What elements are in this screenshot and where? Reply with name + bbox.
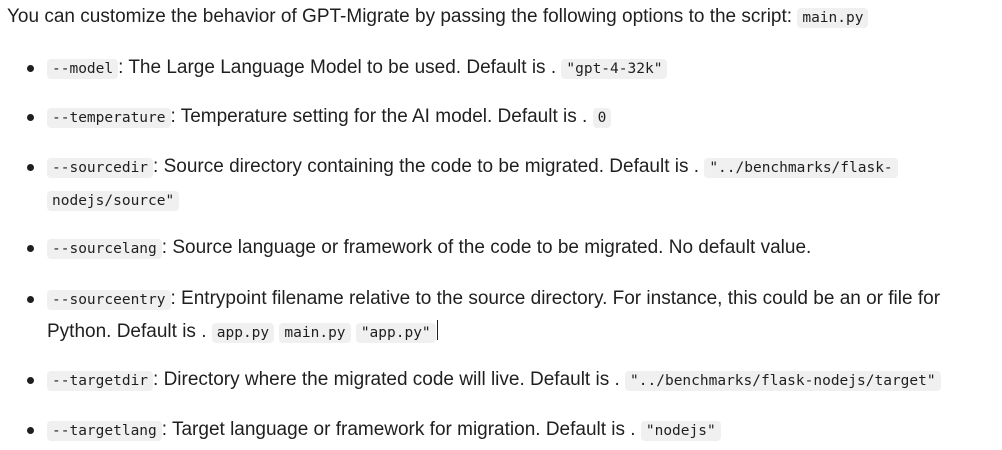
option-targetdir: --targetdir: Directory where the migrate… bbox=[27, 364, 997, 397]
option-default-continued: nodejs/source" bbox=[47, 191, 180, 211]
bullet-icon bbox=[27, 114, 34, 121]
option-description: : Entrypoint filename relative to the so… bbox=[170, 288, 941, 309]
option-flag: --sourceentry bbox=[47, 290, 171, 310]
bullet-icon bbox=[27, 164, 34, 171]
bullet-icon bbox=[27, 377, 34, 384]
option-flag: --model bbox=[47, 59, 119, 79]
option-flag: --targetlang bbox=[47, 421, 162, 441]
option-default: "gpt-4-32k" bbox=[561, 59, 668, 79]
option-description: : Target language or framework for migra… bbox=[161, 419, 641, 440]
option-description: : Temperature setting for the AI model. … bbox=[170, 106, 593, 127]
option-description: : The Large Language Model to be used. D… bbox=[118, 57, 562, 78]
option-default: "../benchmarks/flask-nodejs/target" bbox=[625, 371, 941, 391]
option-flag: --sourcedir bbox=[47, 158, 154, 178]
text-cursor bbox=[436, 320, 438, 340]
option-description: : Source directory containing the code t… bbox=[153, 156, 705, 177]
option-sourceentry: --sourceentry: Entrypoint filename relat… bbox=[27, 283, 997, 349]
option-description: : Source language or framework of the co… bbox=[161, 237, 812, 258]
bullet-icon bbox=[27, 427, 34, 434]
option-default: "app.py" bbox=[355, 323, 436, 343]
bullet-icon bbox=[27, 296, 34, 303]
option-temperature: --temperature: Temperature setting for t… bbox=[27, 101, 997, 134]
option-flag: --sourcelang bbox=[47, 239, 162, 259]
inline-code-main-py: main.py bbox=[279, 323, 351, 343]
option-targetlang: --targetlang: Target language or framewo… bbox=[27, 414, 997, 447]
inline-code-main-py: main.py bbox=[797, 8, 869, 28]
inline-code-app-py: app.py bbox=[211, 323, 275, 343]
bullet-icon bbox=[27, 245, 34, 252]
option-description-continued: Python. Default is . bbox=[47, 321, 212, 342]
option-description: : Directory where the migrated code will… bbox=[153, 369, 626, 390]
bullet-icon bbox=[27, 65, 34, 72]
option-flag: --targetdir bbox=[47, 371, 154, 391]
intro-paragraph: You can customize the behavior of GPT-Mi… bbox=[7, 4, 869, 31]
option-sourcedir: --sourcedir: Source directory containing… bbox=[27, 151, 997, 217]
option-default: "../benchmarks/flask- bbox=[704, 158, 898, 178]
option-flag: --temperature bbox=[47, 108, 171, 128]
option-default: 0 bbox=[592, 108, 612, 128]
option-default: "nodejs" bbox=[640, 421, 721, 441]
intro-text: You can customize the behavior of GPT-Mi… bbox=[7, 6, 798, 27]
option-model: --model: The Large Language Model to be … bbox=[27, 52, 997, 85]
option-sourcelang: --sourcelang: Source language or framewo… bbox=[27, 232, 997, 265]
